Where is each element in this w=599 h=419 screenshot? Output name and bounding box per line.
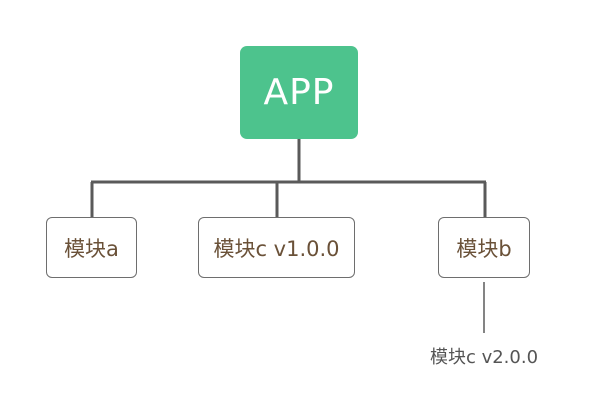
app-root-node: APP [240, 46, 358, 139]
app-root-label: APP [263, 72, 335, 113]
module-a-node: 模块a [46, 217, 137, 278]
module-b-node: 模块b [438, 217, 530, 278]
module-a-label: 模块a [64, 236, 119, 261]
module-c-v1-label: 模块c v1.0.0 [213, 236, 340, 261]
module-c-v2-label: 模块c v2.0.0 [429, 347, 539, 368]
module-c-v1-node: 模块c v1.0.0 [198, 217, 355, 278]
module-b-label: 模块b [456, 236, 512, 261]
